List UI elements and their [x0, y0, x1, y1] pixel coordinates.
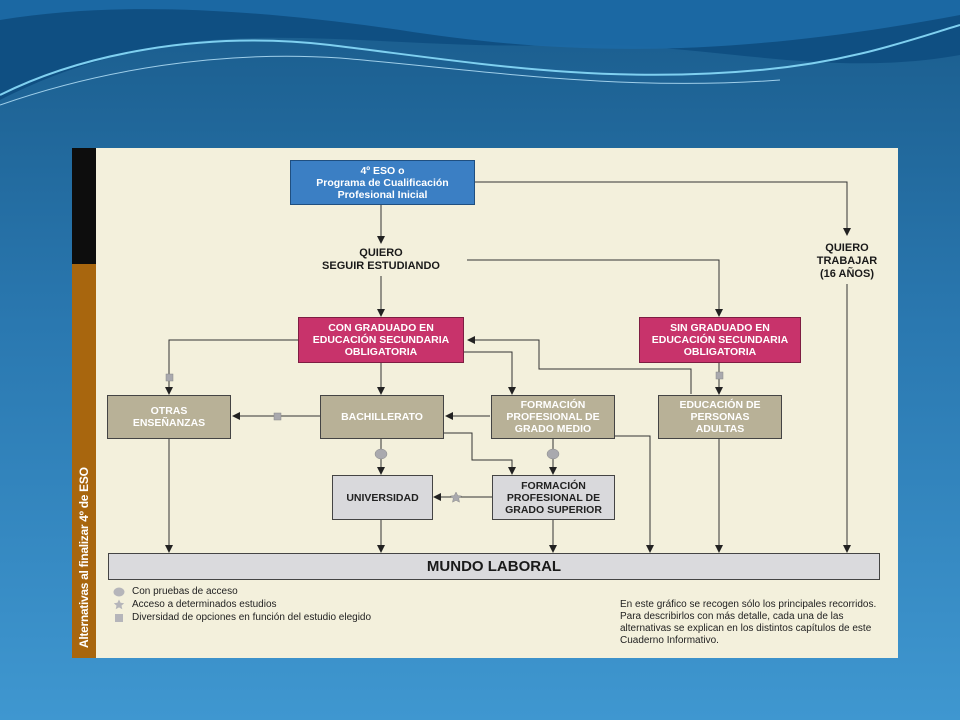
circle-icon	[546, 448, 560, 460]
circle-icon	[374, 448, 388, 460]
arrow-fpmedio-to-mundo	[615, 435, 654, 553]
header-waves	[0, 0, 960, 106]
diagram-panel: Alternativas al finalizar 4º de ESO	[72, 148, 898, 658]
otras-ensenanzas-box: OTRAS ENSEÑANZAS	[107, 395, 231, 439]
square-icon	[165, 373, 174, 382]
mundo-laboral-box: MUNDO LABORAL	[108, 553, 880, 580]
footnote: En este gráfico se recogen sólo los prin…	[620, 599, 877, 646]
square-icon	[715, 371, 724, 380]
sidebar-orange-band	[72, 264, 96, 658]
con-graduado-box: CON GRADUADO EN EDUCACIÓN SECUNDARIA OBL…	[298, 317, 464, 363]
legend-text: Diversidad de opciones en función del es…	[132, 612, 372, 623]
universidad-box: UNIVERSIDAD	[332, 475, 433, 520]
arrow-adultos-to-con	[467, 336, 692, 394]
legend-text: Con pruebas de acceso	[132, 586, 238, 597]
arrow-eso-to-trabajar	[475, 181, 851, 236]
sidebar-black-band	[72, 148, 96, 264]
arrow-con-to-fpmedio	[464, 351, 516, 395]
legend-text: Acceso a determinados estudios	[132, 599, 277, 610]
trabajar-label: QUIERO TRABAJAR (16 AÑOS)	[816, 242, 878, 280]
sin-graduado-box: SIN GRADUADO EN EDUCACIÓN SECUNDARIA OBL…	[639, 317, 801, 363]
legend-item: Acceso a determinados estudios	[112, 599, 277, 610]
arrow-bach-to-fpsup	[444, 432, 516, 475]
bachillerato-box: BACHILLERATO	[320, 395, 444, 439]
legend-item: Diversidad de opciones en función del es…	[112, 612, 371, 623]
arrow-seguir-to-sin	[467, 259, 723, 317]
fp-grado-medio-box: FORMACIÓN PROFESIONAL DE GRADO MEDIO	[491, 395, 615, 439]
educacion-adultos-box: EDUCACIÓN DE PERSONAS ADULTAS	[658, 395, 782, 439]
fp-grado-superior-box: FORMACIÓN PROFESIONAL DE GRADO SUPERIOR	[492, 475, 615, 520]
square-icon	[273, 412, 282, 421]
connector-lines	[165, 181, 851, 553]
square-icon	[115, 613, 123, 622]
star-icon	[449, 491, 463, 503]
star-icon	[113, 599, 125, 610]
eso-box: 4º ESO o Programa de Cualificación Profe…	[290, 160, 475, 205]
circle-icon	[113, 587, 125, 596]
arrow-con-to-otras	[165, 339, 298, 395]
seguir-label: QUIERO SEGUIR ESTUDIANDO	[322, 247, 440, 272]
legend-item: Con pruebas de acceso	[112, 586, 238, 597]
